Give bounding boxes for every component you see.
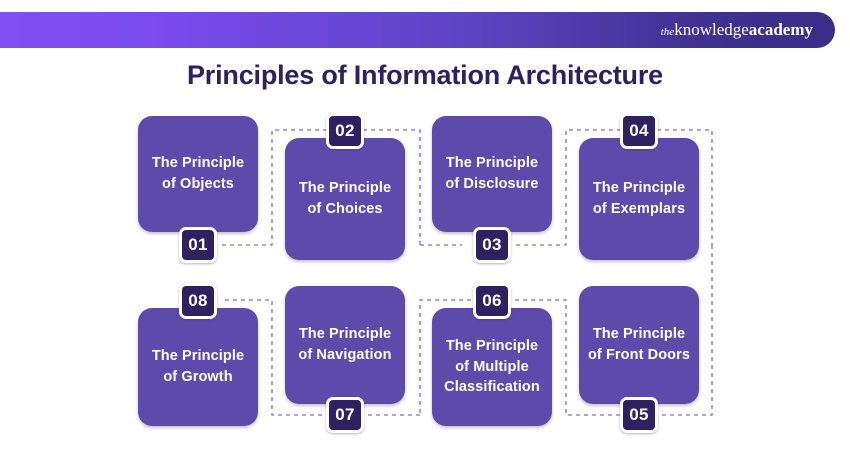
card-03-label: The Principle of Disclosure bbox=[445, 155, 539, 192]
card-07-label: The Principle of Navigation bbox=[298, 326, 392, 363]
card-04[interactable]: The Principle of Exemplars bbox=[579, 138, 699, 260]
card-05[interactable]: The Principle of Front Doors bbox=[579, 286, 699, 404]
badge-07-number: 07 bbox=[335, 405, 355, 424]
page-title: Principles of Information Architecture bbox=[187, 60, 663, 90]
card-01-label: The Principle of Objects bbox=[151, 155, 245, 192]
badge-03-number: 03 bbox=[482, 235, 502, 254]
card-02-label: The Principle of Choices bbox=[298, 180, 392, 217]
badge-07: 07 bbox=[326, 397, 364, 433]
badge-04-number: 04 bbox=[629, 121, 649, 140]
badge-05: 05 bbox=[620, 397, 658, 433]
card-02[interactable]: The Principle of Choices bbox=[285, 138, 405, 260]
card-07[interactable]: The Principle of Navigation bbox=[285, 286, 405, 404]
badge-08: 08 bbox=[179, 283, 217, 319]
card-06-label: The Principle of Multiple Classification bbox=[444, 338, 540, 396]
card-08-label: The Principle of Growth bbox=[151, 348, 245, 385]
badge-03: 03 bbox=[473, 227, 511, 263]
header-bar: theknowledgeacademy bbox=[0, 12, 835, 48]
card-06[interactable]: The Principle of Multiple Classification bbox=[432, 308, 552, 426]
knowledge-academy-logo: theknowledgeacademy bbox=[661, 20, 813, 40]
card-08[interactable]: The Principle of Growth bbox=[138, 308, 258, 426]
card-03[interactable]: The Principle of Disclosure bbox=[432, 116, 552, 232]
badge-05-number: 05 bbox=[629, 405, 649, 424]
badge-01: 01 bbox=[179, 227, 217, 263]
badge-02: 02 bbox=[326, 113, 364, 149]
badge-06-number: 06 bbox=[482, 291, 502, 310]
badge-06: 06 bbox=[473, 283, 511, 319]
badge-02-number: 02 bbox=[335, 121, 355, 140]
badge-04: 04 bbox=[620, 113, 658, 149]
card-05-label: The Principle of Front Doors bbox=[587, 326, 691, 363]
card-01[interactable]: The Principle of Objects bbox=[138, 116, 258, 232]
logo-the: the bbox=[660, 26, 675, 38]
logo-knowledge: knowledge bbox=[674, 20, 749, 39]
card-04-label: The Principle of Exemplars bbox=[592, 180, 686, 217]
badge-08-number: 08 bbox=[188, 291, 208, 310]
logo-academy: academy bbox=[748, 20, 813, 39]
badge-01-number: 01 bbox=[188, 235, 208, 254]
